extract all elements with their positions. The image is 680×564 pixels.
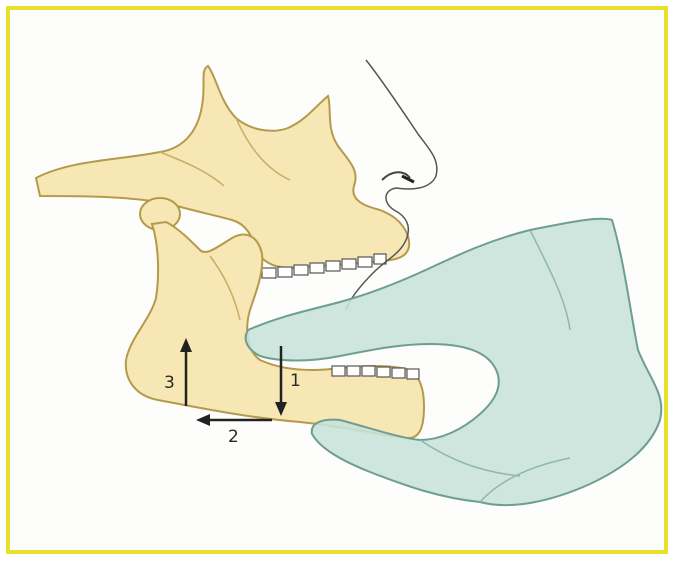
figure-frame: 3 1 2: [6, 6, 668, 554]
skull-upper-bone: [36, 66, 409, 268]
label-2: 2: [228, 427, 239, 447]
label-1: 1: [290, 371, 301, 391]
label-3: 3: [164, 373, 175, 393]
jaw-reduction-illustration: 3 1 2: [10, 10, 664, 550]
illustration-area: 3 1 2: [10, 10, 664, 550]
